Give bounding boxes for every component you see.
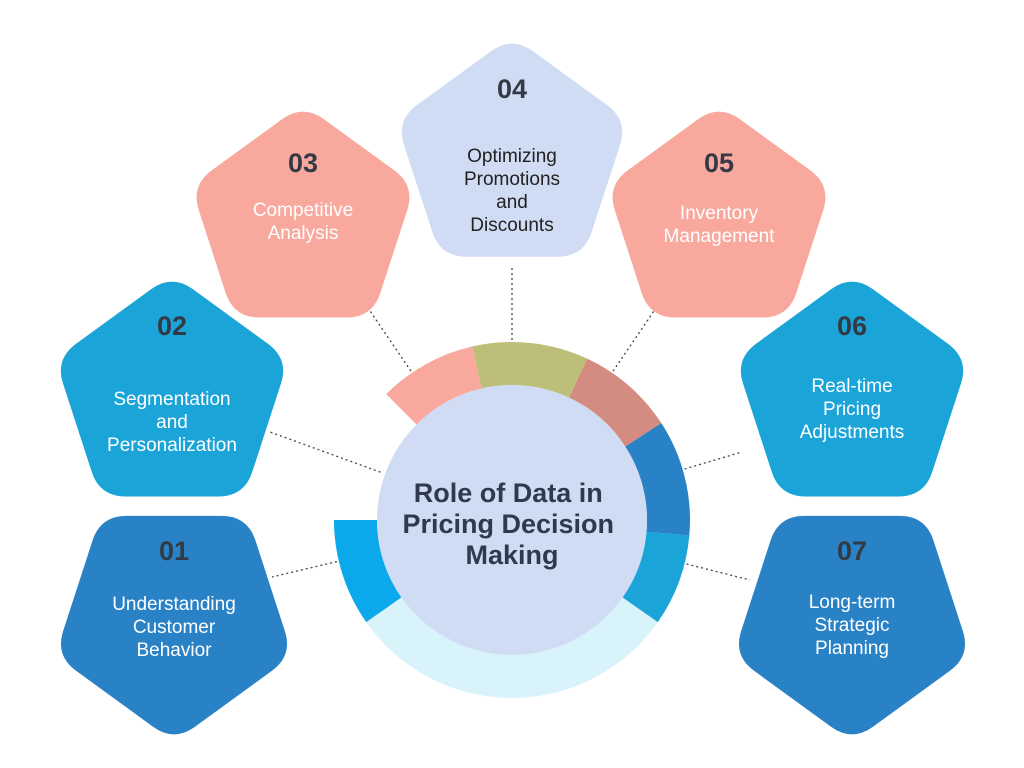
card-label-06-line-1: Real-time	[811, 376, 892, 397]
card-label-02-line-3: Personalization	[107, 435, 237, 456]
card-label-07-line-2: Strategic	[815, 615, 890, 636]
card-number-01: 01	[159, 536, 189, 566]
card-label-01-line-1: Understanding	[112, 594, 236, 615]
center-title: Role of Data in Pricing Decision Making	[402, 478, 621, 570]
card-label-06-line-3: Adjustments	[800, 422, 905, 443]
card-label-01-line-2: Customer	[133, 617, 216, 638]
center-circle	[377, 385, 647, 655]
card-label-04-line-1: Optimizing	[467, 146, 557, 167]
ring-segment-6	[625, 423, 690, 536]
card-label-06-line-2: Pricing	[823, 399, 881, 420]
card-number-03: 03	[288, 148, 318, 178]
card-number-05: 05	[704, 148, 734, 178]
ring-segment-1	[334, 520, 402, 623]
center-title-line-3: Making	[465, 540, 558, 570]
card-label-02-line-2: and	[156, 412, 188, 433]
connector-02	[269, 431, 381, 473]
pentagon-shape-05	[612, 111, 826, 318]
card-label-03-line-1: Competitive	[253, 200, 353, 221]
card-label-02-line-1: Segmentation	[113, 389, 230, 410]
pentagon-shape-06	[740, 281, 964, 497]
card-number-06: 06	[837, 311, 867, 341]
pentagon-shape-02	[60, 281, 284, 497]
card-number-02: 02	[157, 311, 187, 341]
center-title-line-2: Pricing Decision	[402, 509, 614, 539]
pentagon-shape-07	[738, 515, 966, 735]
card-label-01-line-3: Behavior	[137, 640, 213, 661]
card-label-07-line-1: Long-term	[809, 592, 896, 613]
card-label-03-line-2: Analysis	[268, 223, 339, 244]
card-label-04-line-4: Discounts	[470, 215, 553, 236]
card-label-04-line-3: and	[496, 192, 528, 213]
card-label-04-line-2: Promotions	[464, 169, 560, 190]
center-title-line-1: Role of Data in	[414, 478, 603, 508]
card-number-07: 07	[837, 536, 867, 566]
card-label-05-line-2: Management	[664, 226, 776, 247]
card-number-04: 04	[497, 74, 527, 104]
ring-segment-5	[569, 358, 662, 447]
card-label-05-line-1: Inventory	[680, 203, 759, 224]
center-ring	[334, 342, 690, 699]
ring-segment-7	[622, 531, 690, 623]
pentagon-shape-01	[60, 515, 288, 735]
pentagon-shape-04	[401, 43, 623, 257]
ring-segment-4	[471, 342, 588, 398]
pentagon-shape-03	[196, 111, 410, 318]
ring-segment-3	[386, 346, 482, 425]
card-label-07-line-3: Planning	[815, 638, 889, 659]
center-hub: Role of Data in Pricing Decision Making	[377, 385, 647, 655]
ring-segment-bottom	[366, 597, 658, 699]
